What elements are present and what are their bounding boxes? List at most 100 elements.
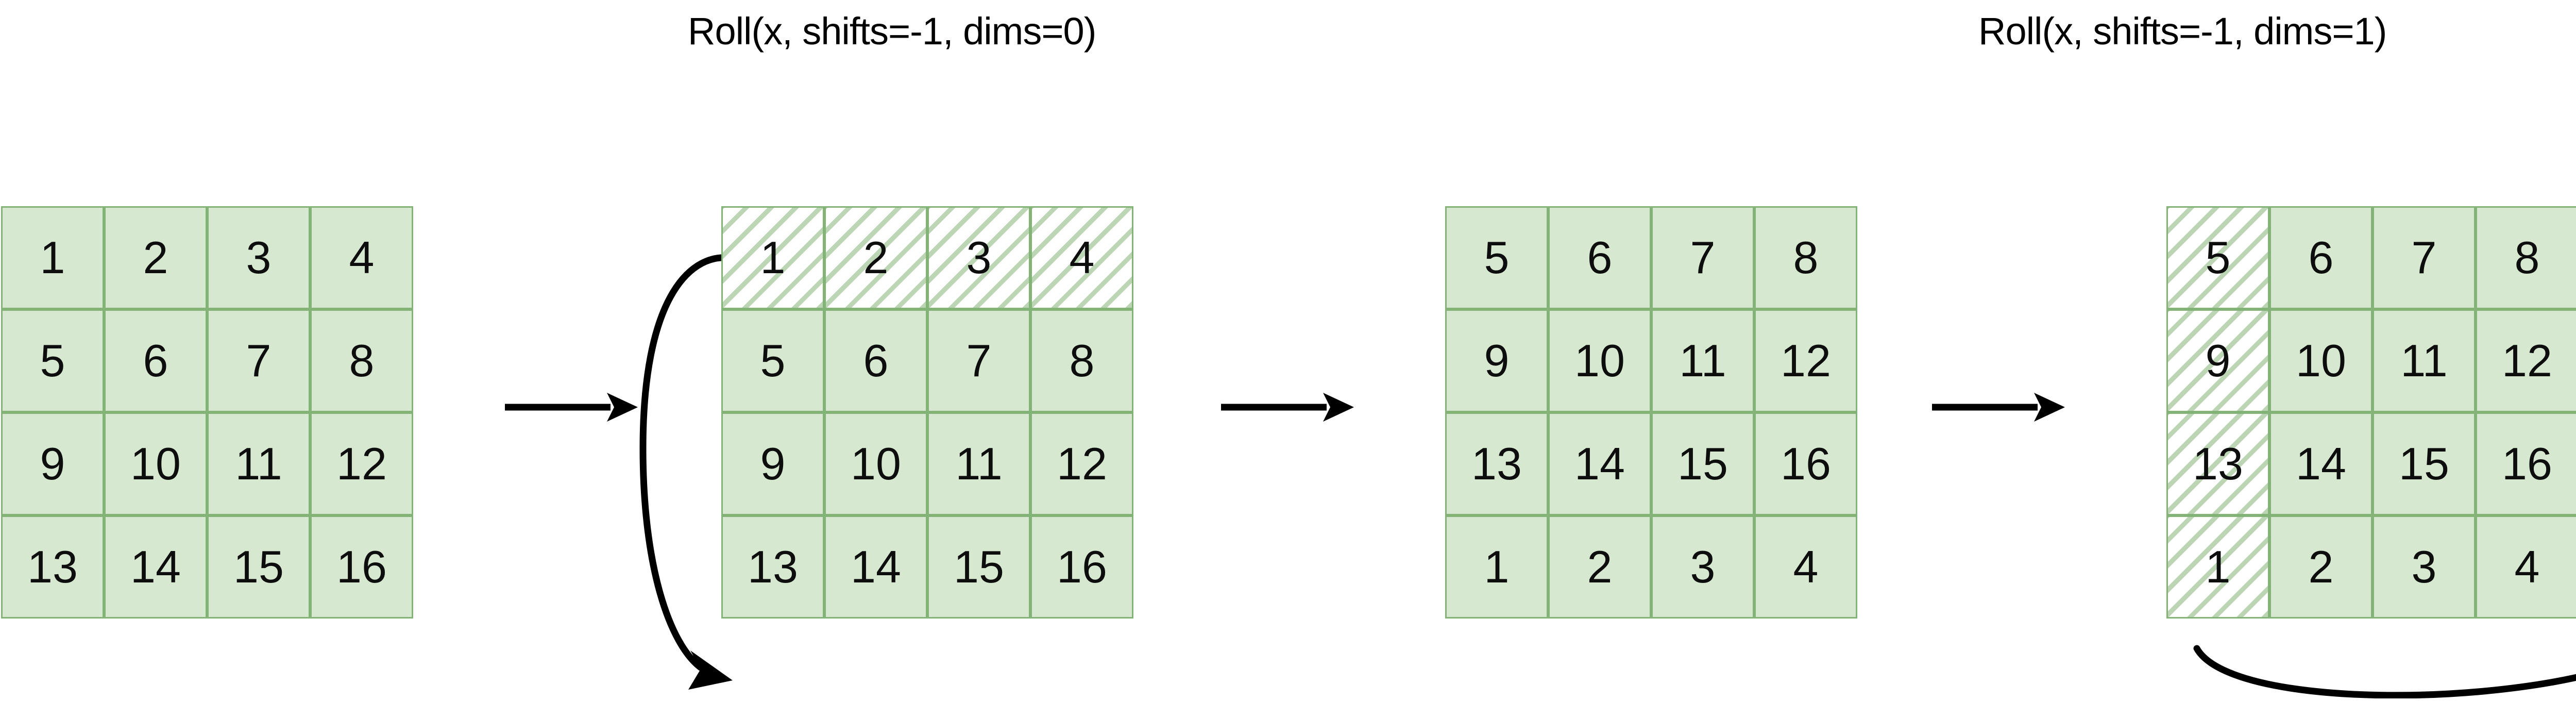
cell-value: 7 bbox=[246, 335, 272, 386]
matrix-cell: 16 bbox=[310, 515, 413, 619]
cell-value: 3 bbox=[966, 232, 992, 283]
matrix-cell: 14 bbox=[2269, 412, 2372, 515]
cell-value: 11 bbox=[955, 438, 1003, 489]
matrix-cell-highlighted: 5 bbox=[2166, 206, 2269, 309]
matrix-cell: 3 bbox=[1651, 515, 1754, 619]
matrix-cell-highlighted: 1 bbox=[721, 206, 824, 309]
cell-value: 9 bbox=[760, 438, 786, 489]
cell-value: 6 bbox=[2308, 232, 2334, 283]
matrix-cell: 12 bbox=[1030, 412, 1133, 515]
cell-value: 12 bbox=[2502, 335, 2552, 386]
matrix-cell-highlighted: 13 bbox=[2166, 412, 2269, 515]
matrix-cell: 5 bbox=[1445, 206, 1548, 309]
arrow-straight-3 bbox=[1927, 376, 2071, 438]
matrix-cell: 12 bbox=[1754, 309, 1857, 412]
matrix-cell: 8 bbox=[1754, 206, 1857, 309]
cell-value: 10 bbox=[130, 438, 181, 489]
matrix-cell: 4 bbox=[1754, 515, 1857, 619]
matrix-cell: 16 bbox=[1030, 515, 1133, 619]
cell-value: 8 bbox=[1069, 335, 1095, 386]
matrix-cell: 11 bbox=[927, 412, 1030, 515]
matrix-cell: 6 bbox=[2269, 206, 2372, 309]
matrix-cell: 11 bbox=[2372, 309, 2476, 412]
matrix-cell: 7 bbox=[1651, 206, 1754, 309]
cell-value: 5 bbox=[760, 335, 786, 386]
cell-value: 7 bbox=[966, 335, 992, 386]
matrix-cell: 11 bbox=[207, 412, 310, 515]
cell-value: 2 bbox=[2308, 541, 2334, 592]
matrix-cell: 9 bbox=[721, 412, 824, 515]
cell-value: 16 bbox=[2502, 438, 2552, 489]
matrix-cell: 7 bbox=[2372, 206, 2476, 309]
matrix-cell: 4 bbox=[2476, 515, 2576, 619]
cell-value: 7 bbox=[2411, 232, 2437, 283]
matrix-cell: 5 bbox=[1, 309, 104, 412]
matrix-cell-highlighted: 3 bbox=[927, 206, 1030, 309]
cell-value: 8 bbox=[2514, 232, 2540, 283]
matrix-input-x: 1 2 3 4 5 6 7 8 9 10 11 12 13 14 15 16 bbox=[1, 206, 413, 619]
matrix-cell: 1 bbox=[1445, 515, 1548, 619]
matrix-cell: 6 bbox=[104, 309, 207, 412]
matrix-cell: 14 bbox=[1548, 412, 1651, 515]
matrix-cell: 12 bbox=[2476, 309, 2576, 412]
cell-value: 13 bbox=[27, 541, 78, 592]
cell-value: 4 bbox=[1069, 232, 1095, 283]
matrix-cell-highlighted: 9 bbox=[2166, 309, 2269, 412]
matrix-cell: 14 bbox=[824, 515, 927, 619]
matrix-cell: 15 bbox=[207, 515, 310, 619]
cell-value: 13 bbox=[748, 541, 798, 592]
cell-value: 6 bbox=[863, 335, 889, 386]
cell-value: 14 bbox=[851, 541, 901, 592]
cell-value: 12 bbox=[1057, 438, 1107, 489]
matrix-roll-dim1-source: 5 6 7 8 9 10 11 12 13 14 15 16 1 2 3 4 bbox=[2166, 206, 2576, 619]
cell-value: 14 bbox=[2296, 438, 2346, 489]
cell-value: 5 bbox=[2205, 232, 2231, 283]
cell-value: 11 bbox=[2400, 335, 2448, 386]
matrix-cell: 13 bbox=[1, 515, 104, 619]
matrix-cell: 14 bbox=[104, 515, 207, 619]
arrow-straight-1 bbox=[500, 376, 644, 438]
cell-value: 2 bbox=[1587, 541, 1613, 592]
cell-value: 12 bbox=[1781, 335, 1831, 386]
wrap-col-arrow bbox=[2190, 624, 2576, 698]
cell-value: 15 bbox=[954, 541, 1004, 592]
matrix-cell: 10 bbox=[104, 412, 207, 515]
arrow-straight-2 bbox=[1216, 376, 1360, 438]
matrix-cell: 5 bbox=[721, 309, 824, 412]
matrix-cell: 10 bbox=[2269, 309, 2372, 412]
cell-value: 13 bbox=[1471, 438, 1522, 489]
matrix-cell: 13 bbox=[1445, 412, 1548, 515]
matrix-cell: 16 bbox=[2476, 412, 2576, 515]
cell-value: 10 bbox=[851, 438, 901, 489]
matrix-cell-highlighted: 4 bbox=[1030, 206, 1133, 309]
matrix-cell: 3 bbox=[207, 206, 310, 309]
matrix-cell: 8 bbox=[1030, 309, 1133, 412]
matrix-cell: 13 bbox=[721, 515, 824, 619]
matrix-cell: 10 bbox=[824, 412, 927, 515]
cell-value: 13 bbox=[2193, 438, 2243, 489]
cell-value: 8 bbox=[1793, 232, 1819, 283]
matrix-cell: 6 bbox=[824, 309, 927, 412]
cell-value: 11 bbox=[1679, 335, 1726, 386]
matrix-cell: 1 bbox=[1, 206, 104, 309]
matrix-cell-highlighted: 2 bbox=[824, 206, 927, 309]
matrix-cell: 8 bbox=[2476, 206, 2576, 309]
cell-value: 10 bbox=[2296, 335, 2346, 386]
cell-value: 3 bbox=[2411, 541, 2437, 592]
cell-value: 9 bbox=[1484, 335, 1510, 386]
matrix-cell: 11 bbox=[1651, 309, 1754, 412]
matrix-cell: 8 bbox=[310, 309, 413, 412]
cell-value: 15 bbox=[2399, 438, 2449, 489]
cell-value: 7 bbox=[1690, 232, 1716, 283]
cell-value: 9 bbox=[40, 438, 65, 489]
matrix-cell: 4 bbox=[310, 206, 413, 309]
cell-value: 6 bbox=[143, 335, 168, 386]
cell-value: 14 bbox=[1574, 438, 1625, 489]
cell-value: 1 bbox=[40, 232, 65, 283]
cell-value: 15 bbox=[233, 541, 284, 592]
matrix-cell: 10 bbox=[1548, 309, 1651, 412]
cell-value: 9 bbox=[2205, 335, 2231, 386]
cell-value: 1 bbox=[1484, 541, 1510, 592]
cell-value: 11 bbox=[235, 438, 282, 489]
cell-value: 1 bbox=[760, 232, 786, 283]
